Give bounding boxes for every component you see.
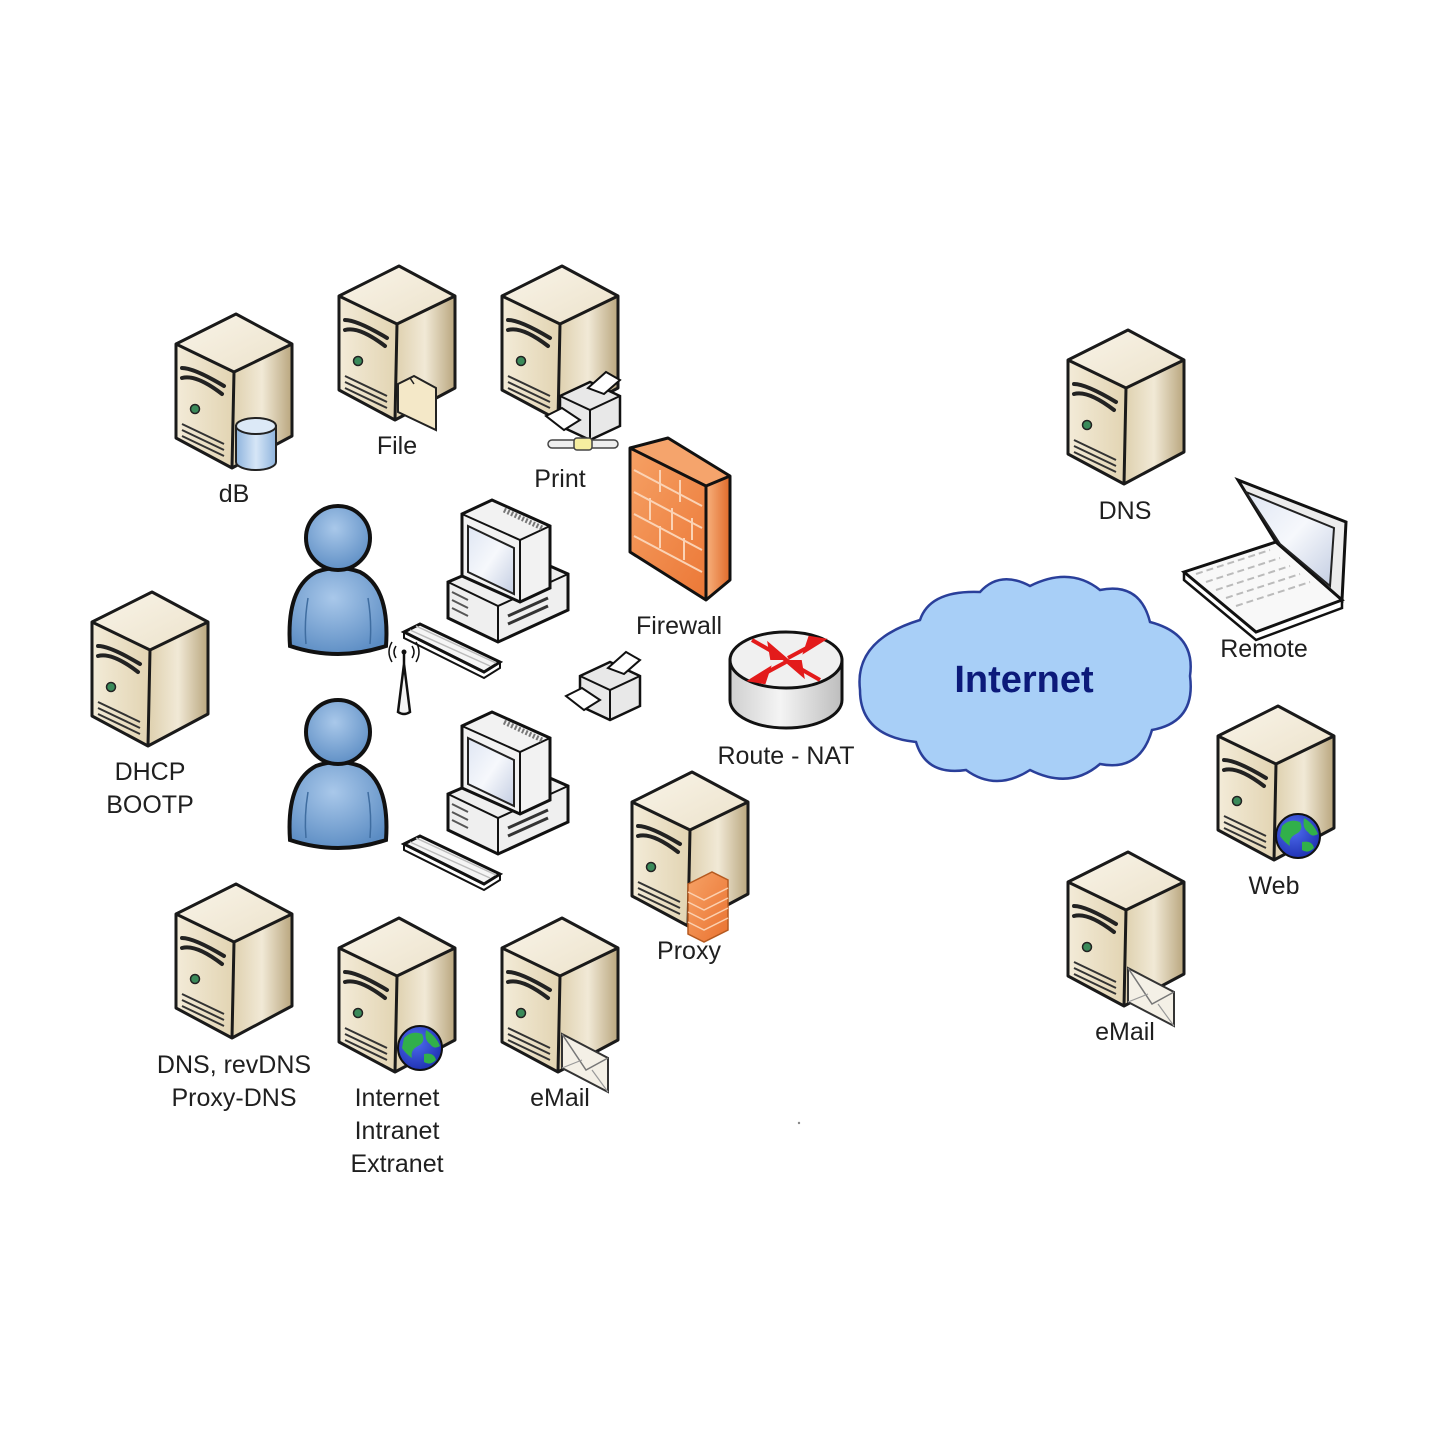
server-db[interactable]: dB bbox=[174, 312, 294, 508]
server-dns-external-label: DNS bbox=[1099, 497, 1152, 525]
cloud-shape bbox=[858, 575, 1192, 783]
firewall[interactable]: Firewall bbox=[628, 436, 732, 640]
server-print[interactable]: Print bbox=[500, 264, 622, 493]
server-db-label: dB bbox=[219, 480, 250, 508]
folder-icon bbox=[397, 374, 437, 432]
firewall-icon bbox=[628, 436, 732, 602]
local-printer-icon[interactable] bbox=[564, 650, 642, 722]
workstation-1[interactable] bbox=[404, 500, 568, 678]
workstation-2[interactable] bbox=[404, 712, 568, 890]
router[interactable]: Route - NAT bbox=[717, 630, 855, 770]
stray-dot bbox=[797, 1121, 801, 1125]
server-email-internal[interactable]: eMail bbox=[500, 916, 620, 1112]
server-dns-internal-label-1: DNS, revDNS bbox=[157, 1051, 311, 1079]
server-web-internal-label-2: Intranet bbox=[355, 1117, 440, 1145]
server-proxy-label: Proxy bbox=[657, 937, 721, 965]
server-dhcp[interactable]: DHCP BOOTP bbox=[90, 590, 210, 819]
globe-icon bbox=[397, 1025, 443, 1071]
remote-laptop-label: Remote bbox=[1220, 635, 1308, 663]
server-dns-internal-label-2: Proxy-DNS bbox=[171, 1084, 296, 1112]
firewall-small-icon bbox=[687, 871, 729, 943]
router-icon bbox=[728, 630, 844, 730]
server-web-internal-label-1: Internet bbox=[355, 1084, 440, 1112]
server-file[interactable]: File bbox=[337, 264, 457, 460]
server-web-internal-label-3: Extranet bbox=[350, 1150, 443, 1178]
server-web-internal[interactable]: Internet Intranet Extranet bbox=[337, 916, 457, 1178]
remote-laptop[interactable]: Remote bbox=[1180, 476, 1348, 663]
laptop-icon bbox=[1180, 476, 1348, 642]
internet-cloud-label: Internet bbox=[954, 659, 1094, 701]
firewall-label: Firewall bbox=[636, 612, 722, 640]
user-2[interactable] bbox=[287, 698, 389, 850]
network-bus-icon bbox=[547, 437, 619, 451]
server-dhcp-label-2: BOOTP bbox=[106, 791, 194, 819]
server-dhcp-label-1: DHCP bbox=[115, 758, 186, 786]
server-dns-external[interactable]: DNS bbox=[1066, 328, 1186, 525]
server-dns-internal[interactable]: DNS, revDNS Proxy-DNS bbox=[157, 882, 311, 1112]
server-email-external[interactable]: eMail bbox=[1066, 850, 1186, 1046]
wireless-ap-icon[interactable] bbox=[388, 641, 420, 716]
globe-icon bbox=[1275, 813, 1321, 859]
router-label: Route - NAT bbox=[717, 742, 854, 770]
database-icon bbox=[235, 417, 277, 471]
server-web-external[interactable]: Web bbox=[1216, 704, 1336, 900]
server-proxy[interactable]: Proxy bbox=[630, 770, 750, 965]
server-file-label: File bbox=[377, 432, 417, 460]
server-email-external-label: eMail bbox=[1095, 1018, 1155, 1046]
server-web-external-label: Web bbox=[1249, 872, 1300, 900]
server-print-label: Print bbox=[534, 465, 585, 493]
internet-cloud[interactable]: Internet bbox=[858, 575, 1192, 783]
server-email-internal-label: eMail bbox=[530, 1084, 590, 1112]
user-1[interactable] bbox=[287, 504, 389, 656]
